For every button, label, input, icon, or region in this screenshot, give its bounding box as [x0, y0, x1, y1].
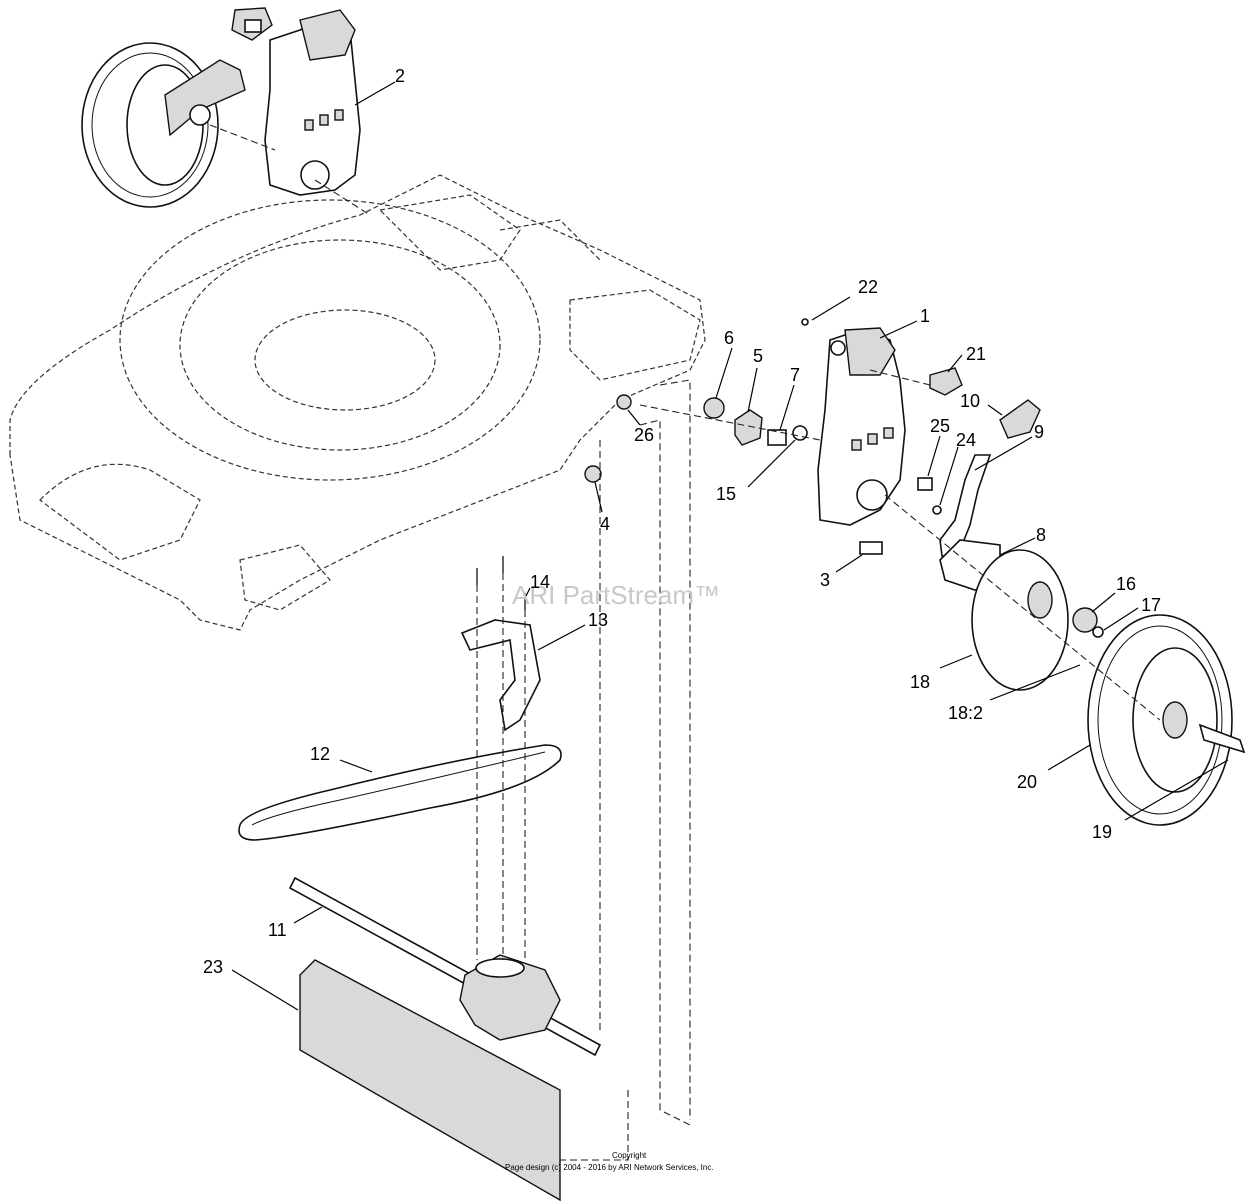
callout-label: 6: [724, 328, 734, 348]
callout-2: 2: [354, 66, 405, 106]
callout-label: 3: [820, 570, 830, 590]
callout-5: 5: [747, 346, 763, 413]
callout-8: 8: [999, 525, 1046, 556]
bushing-5: [734, 409, 763, 446]
callout-1: 1: [879, 306, 930, 339]
height-adjuster-plate-right: [817, 327, 906, 526]
callout-18: 18: [910, 654, 973, 692]
knob-21: [929, 367, 963, 396]
nut-4: [584, 465, 602, 483]
knob-10: [999, 399, 1041, 439]
callout-label: 2: [395, 66, 405, 86]
height-adjuster-plate-left: [264, 9, 361, 196]
copyright-line-2: Page design (c) 2004 - 2016 by ARI Netwo…: [505, 1163, 714, 1172]
washer-15: [792, 425, 808, 441]
washer-6: [703, 397, 725, 419]
callout-17: 17: [1103, 595, 1161, 631]
bolt-3: [859, 541, 883, 555]
callout-13: 13: [537, 610, 608, 651]
callout-14: 14: [525, 572, 550, 597]
pinion-16: [1072, 607, 1098, 633]
callout-label: 12: [310, 744, 330, 764]
bolt-19: [1198, 723, 1246, 754]
callout-24: 24: [939, 430, 976, 506]
callout-label: 13: [588, 610, 608, 630]
shield-23: [299, 959, 561, 1202]
callout-label: 11: [268, 920, 287, 940]
callout-label: 25: [930, 416, 950, 436]
callout-19: 19: [1092, 759, 1229, 842]
callout-label: 18: [910, 672, 930, 692]
callout-15: 15: [716, 439, 796, 504]
callout-label: 1: [920, 306, 930, 326]
callout-16: 16: [1091, 574, 1136, 613]
callout-label: 18:2: [948, 703, 983, 723]
callout-label: 9: [1034, 422, 1044, 442]
watermark: ARI PartStream™: [512, 580, 720, 610]
belt-12: [238, 744, 562, 841]
callout-label: 8: [1036, 525, 1046, 545]
callout-label: 20: [1017, 772, 1037, 792]
screw-24: [932, 505, 942, 515]
left-wheel-assembly: [81, 7, 273, 208]
bracket-13: [460, 619, 541, 732]
callout-22: 22: [811, 277, 878, 321]
callout-label: 17: [1141, 595, 1161, 615]
callout-6: 6: [715, 328, 734, 399]
spacer-7: [767, 429, 787, 446]
callout-label: 23: [203, 957, 223, 977]
assembly-lines: [209, 124, 1161, 1161]
callout-label: 15: [716, 484, 736, 504]
callout-10: 10: [960, 391, 1003, 416]
transmission: [459, 954, 561, 1041]
callout-label: 24: [956, 430, 976, 450]
nut-26: [616, 394, 632, 410]
screw-22: [801, 318, 809, 326]
callout-18-2: 18:2: [948, 664, 1081, 723]
callout-11: 11: [268, 906, 323, 940]
callout-label: 14: [530, 572, 550, 592]
callout-21: 21: [947, 344, 986, 373]
callout-12: 12: [310, 744, 373, 773]
callout-label: 22: [858, 277, 878, 297]
callout-label: 26: [634, 425, 654, 445]
callout-label: 16: [1116, 574, 1136, 594]
mower-deck: [9, 174, 706, 631]
callout-25: 25: [927, 416, 950, 477]
callout-9: 9: [974, 422, 1044, 471]
callout-label: 19: [1092, 822, 1112, 842]
callout-label: 21: [966, 344, 986, 364]
callout-26: 26: [627, 409, 654, 445]
callout-3: 3: [820, 554, 863, 590]
bolt-25: [917, 477, 933, 491]
callout-4: 4: [594, 481, 610, 534]
callout-label: 7: [790, 365, 800, 385]
callout-label: 10: [960, 391, 980, 411]
copyright-line-1: Copyright: [612, 1151, 647, 1160]
callout-20: 20: [1017, 744, 1091, 792]
gear-cover-18: [971, 549, 1069, 691]
callout-23: 23: [203, 957, 299, 1011]
callout-label: 4: [600, 514, 610, 534]
callout-7: 7: [779, 365, 800, 431]
callout-label: 5: [753, 346, 763, 366]
